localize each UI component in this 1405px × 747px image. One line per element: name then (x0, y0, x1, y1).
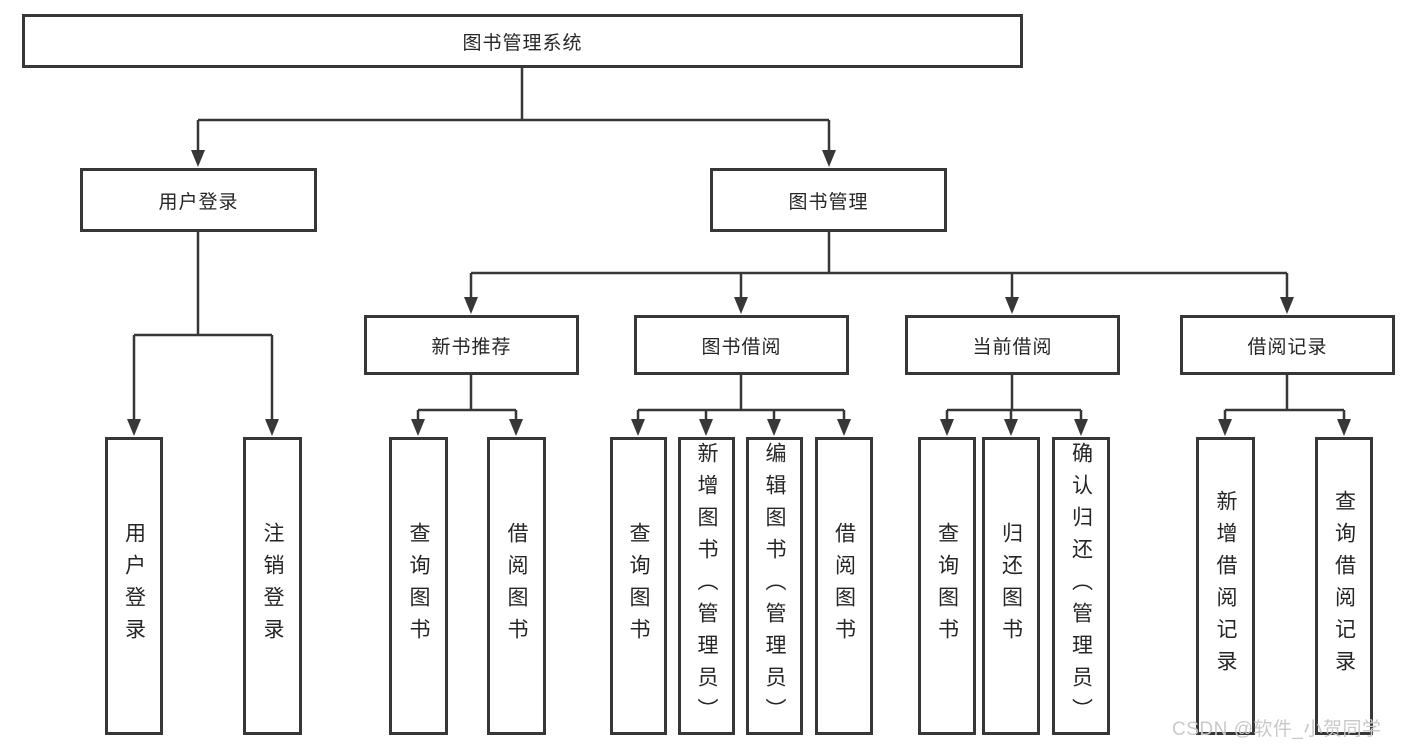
leaf-logout: 注销登录 (243, 437, 302, 735)
node-current-borrow: 当前借阅 (905, 315, 1120, 375)
leaf-query-books-current: 查询图书 (918, 437, 976, 735)
node-root: 图书管理系统 (22, 14, 1023, 68)
node-book-borrow: 图书借阅 (634, 315, 849, 375)
leaf-query-books-borrow-label: 查询图书 (627, 522, 650, 650)
leaf-borrow-books: 借阅图书 (815, 437, 873, 735)
leaf-add-borrow-record: 新增借阅记录 (1196, 437, 1255, 735)
csdn-watermark: CSDN @软件_小贺同学 (1172, 719, 1382, 740)
node-current-borrow-label: 当前借阅 (972, 336, 1053, 358)
leaf-query-books-recommend: 查询图书 (389, 437, 448, 735)
node-user-login-branch: 用户登录 (80, 168, 317, 232)
leaf-return-book: 归还图书 (982, 437, 1040, 735)
node-book-management-label: 图书管理 (788, 191, 869, 213)
leaf-query-borrow-record-label: 查询借阅记录 (1332, 490, 1356, 682)
node-new-book-recommend: 新书推荐 (364, 315, 579, 375)
node-new-book-recommend-label: 新书推荐 (431, 336, 512, 358)
leaf-return-book-label: 归还图书 (999, 522, 1023, 650)
leaf-user-login-label: 用户登录 (122, 522, 146, 650)
node-borrow-records-label: 借阅记录 (1247, 336, 1328, 358)
leaf-user-login: 用户登录 (105, 437, 163, 735)
leaf-edit-book-admin: 编辑图书（管理员） (746, 437, 803, 735)
leaf-query-books-borrow: 查询图书 (610, 437, 667, 735)
node-user-login-branch-label: 用户登录 (158, 191, 239, 213)
leaf-add-book-admin: 新增图书（管理员） (678, 437, 735, 735)
node-book-management: 图书管理 (710, 168, 947, 232)
node-borrow-records: 借阅记录 (1180, 315, 1395, 375)
arrow-down-icons (127, 150, 1351, 436)
node-root-label: 图书管理系统 (462, 32, 583, 54)
leaf-borrow-books-label: 借阅图书 (832, 522, 856, 650)
leaf-query-books-recommend-label: 查询图书 (407, 522, 430, 650)
leaf-borrow-books-recommend-label: 借阅图书 (505, 522, 528, 650)
leaf-add-borrow-record-label: 新增借阅记录 (1214, 490, 1237, 682)
node-book-borrow-label: 图书借阅 (701, 336, 782, 358)
leaf-query-books-current-label: 查询图书 (935, 522, 959, 650)
leaf-borrow-books-recommend: 借阅图书 (487, 437, 546, 735)
leaf-query-borrow-record: 查询借阅记录 (1315, 437, 1373, 735)
leaf-edit-book-admin-label: 编辑图书（管理员） (763, 442, 786, 730)
leaf-confirm-return-admin-label: 确认归还（管理员） (1069, 442, 1093, 730)
leaf-logout-label: 注销登录 (261, 522, 284, 650)
leaf-add-book-admin-label: 新增图书（管理员） (695, 442, 718, 730)
connector-paths (132, 68, 1346, 433)
leaf-confirm-return-admin: 确认归还（管理员） (1052, 437, 1110, 735)
